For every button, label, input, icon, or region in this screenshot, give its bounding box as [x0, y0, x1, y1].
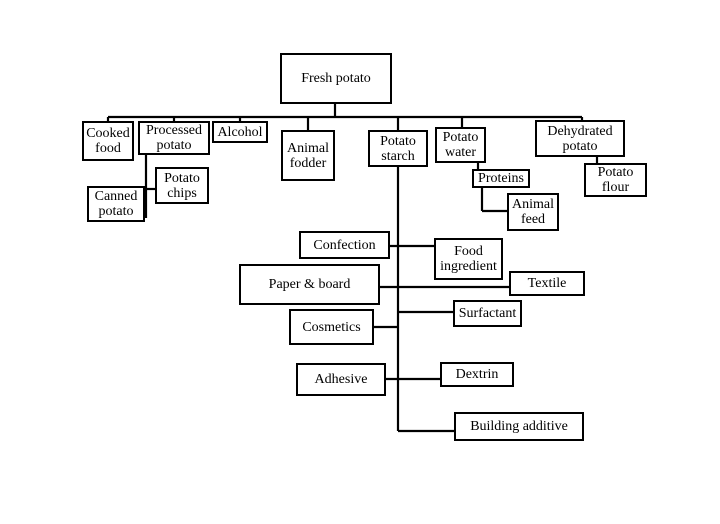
- node-confection: Confection: [299, 231, 390, 259]
- node-fresh-potato: Fresh potato: [280, 53, 392, 104]
- node-canned-potato: Canned potato: [87, 186, 145, 222]
- node-building-additive: Building additive: [454, 412, 584, 441]
- node-food-ingredient: Food ingredient: [434, 238, 503, 280]
- node-potato-starch: Potato starch: [368, 130, 428, 167]
- node-processed-potato: Processed potato: [138, 121, 210, 155]
- node-potato-flour: Potato flour: [584, 163, 647, 197]
- node-cosmetics: Cosmetics: [289, 309, 374, 345]
- node-dextrin: Dextrin: [440, 362, 514, 387]
- node-potato-chips: Potato chips: [155, 167, 209, 204]
- node-surfactant: Surfactant: [453, 300, 522, 327]
- node-textile: Textile: [509, 271, 585, 296]
- node-dehydrated-potato: Dehydrated potato: [535, 120, 625, 157]
- node-animal-fodder: Animal fodder: [281, 130, 335, 181]
- node-alcohol: Alcohol: [212, 121, 268, 143]
- node-paper-board: Paper & board: [239, 264, 380, 305]
- node-adhesive: Adhesive: [296, 363, 386, 396]
- node-animal-feed: Animal feed: [507, 193, 559, 231]
- node-cooked-food: Cooked food: [82, 121, 134, 161]
- node-potato-water: Potato water: [435, 127, 486, 163]
- node-proteins: Proteins: [472, 169, 530, 188]
